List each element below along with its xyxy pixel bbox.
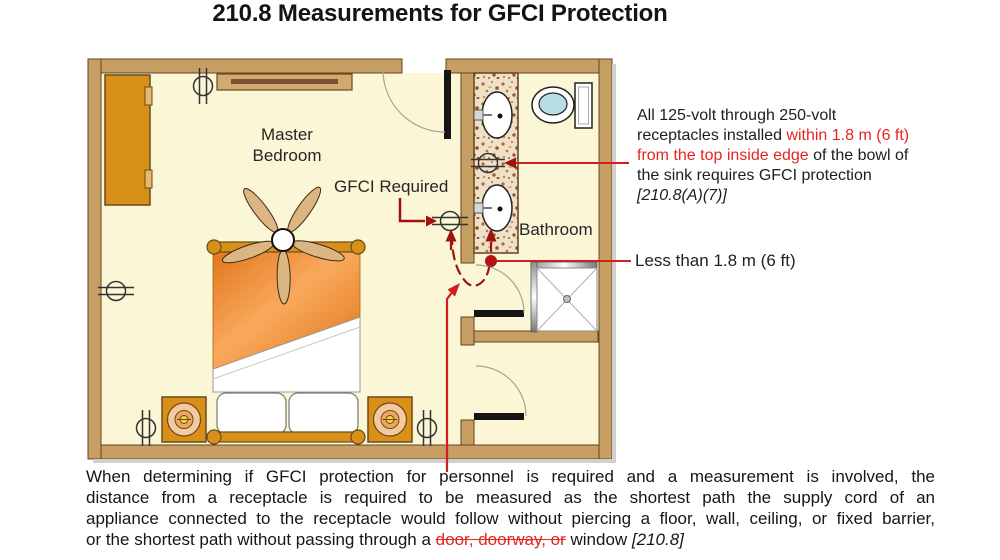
footer-line: distance from a receptacle is required t… [86, 488, 935, 507]
sink-note-line: receptacles installed within 1.8 m (6 ft… [637, 127, 910, 144]
code-reference: [210.8(A)(7)] [637, 187, 727, 204]
sink-receptacle-icon [471, 152, 505, 174]
receptacle-icon [98, 280, 134, 302]
struck-text: door, doorway, or [435, 530, 566, 549]
nightstand-right [367, 396, 413, 443]
door-leaf [444, 70, 451, 139]
receptacle-icon [135, 410, 157, 446]
ceiling-fan [221, 186, 345, 305]
dresser [104, 74, 153, 206]
toilet [531, 82, 593, 129]
footer-leader-line [445, 290, 454, 472]
doors [382, 69, 527, 420]
walls [87, 58, 613, 460]
shortest-path-dashed [450, 233, 491, 287]
sink-note-line: the sink requires GFCI protection [637, 167, 872, 184]
gfci-pointer-arrow [398, 198, 425, 223]
code-reference: [210.8] [631, 530, 684, 549]
room-label-master-bedroom: Master Bedroom [252, 125, 322, 165]
measure-point-dot [485, 255, 497, 267]
sink-note-line: from the top inside edge of the bowl of [637, 147, 909, 164]
path-arrow-up-icon [485, 228, 497, 242]
footer-line: appliance connected to the receptacle wo… [86, 509, 935, 528]
sink-gfci-note: All 125-volt through 250-volt receptacle… [637, 106, 957, 206]
room-label-bathroom: Bathroom [519, 220, 593, 239]
highlighted-distance: within 1.8 m (6 ft) [786, 127, 910, 144]
pillow [216, 392, 287, 435]
receptacles [98, 68, 505, 446]
wall-shadow [93, 459, 616, 463]
label-less-than-distance: Less than 1.8 m (6 ft) [635, 251, 796, 270]
sink-icon [473, 91, 513, 139]
sink-note-line: All 125-volt through 250-volt [637, 107, 837, 124]
footer-note: When determining if GFCI protection for … [86, 466, 935, 550]
highlighted-edge: from the top inside edge [637, 147, 809, 164]
door-leaf [474, 413, 524, 420]
wall-shadow [612, 64, 616, 461]
label-gfci-required: GFCI Required [334, 177, 449, 196]
footer-line: or the shortest path without passing thr… [86, 530, 684, 549]
window-unit [216, 73, 353, 91]
bed [206, 239, 366, 445]
annotations [398, 157, 631, 472]
page-title: 210.8 Measurements for GFCI Protection [212, 0, 668, 27]
pillow [288, 392, 359, 435]
shower [530, 261, 598, 333]
receptacle-icon [192, 68, 214, 104]
vanity-counter [473, 72, 519, 254]
door-leaf [474, 310, 524, 317]
sink-icon [473, 184, 513, 232]
footer-line: When determining if GFCI protection for … [86, 467, 935, 486]
gfci-receptacle-icon [432, 210, 468, 232]
nightstand-left [161, 396, 207, 443]
receptacle-icon [416, 410, 438, 446]
